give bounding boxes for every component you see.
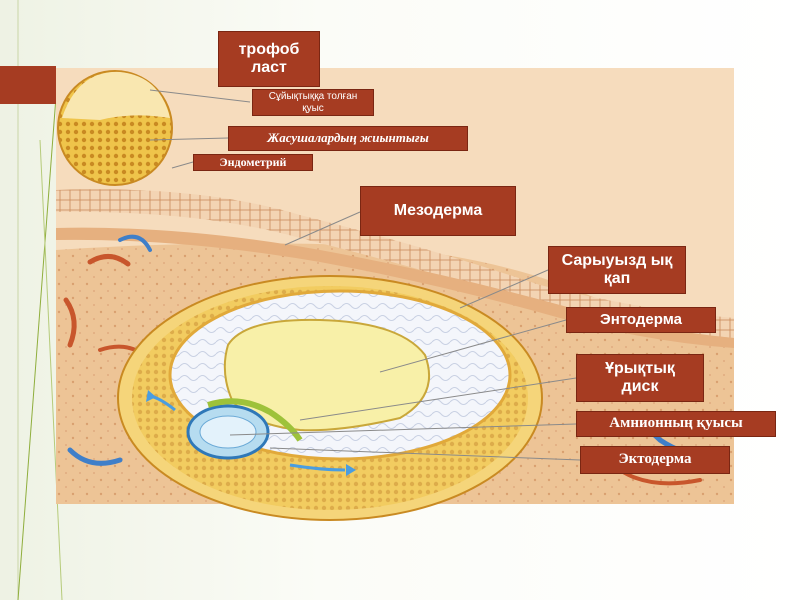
label-mesoderm: Мезодерма xyxy=(360,186,516,236)
slide-decoration xyxy=(0,0,63,600)
label-embryonic-disc: Ұрықтық диск xyxy=(576,354,704,402)
label-trophoblast: трофоб ласт xyxy=(218,31,320,87)
label-amniotic-cavity: Амнионның қуысы xyxy=(576,411,776,437)
label-fluid-cavity: Сұйықтыққа толған қуыс xyxy=(252,89,374,116)
label-endometrium: Эндометрий xyxy=(193,154,313,171)
diagram-illustration xyxy=(56,68,734,521)
label-ectoderm: Эктодерма xyxy=(580,446,730,474)
label-cell-cluster: Жасушалардың жиынтығы xyxy=(228,126,468,151)
label-endoderm: Энтодерма xyxy=(566,307,716,333)
label-yolk-sac: Сарыуызд ық қап xyxy=(548,246,686,294)
